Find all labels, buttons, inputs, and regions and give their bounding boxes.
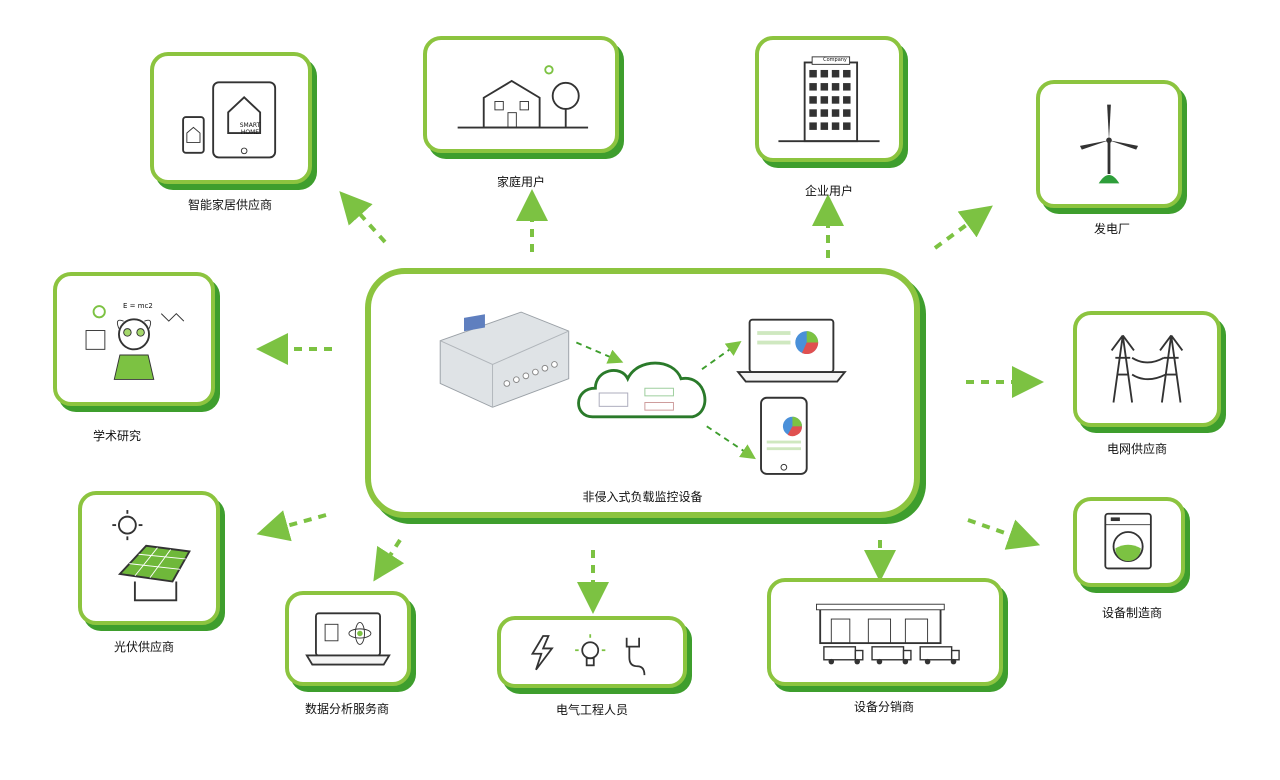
wind-turbine-icon: [1079, 104, 1139, 184]
formula-text: E = mc2: [123, 302, 153, 310]
label-power-plant: 发电厂: [1093, 222, 1131, 236]
label-grid: 电网供应商: [1106, 442, 1168, 456]
label-distributor: 设备分销商: [853, 700, 915, 714]
card-electrician: [497, 616, 687, 688]
card-solar: [78, 491, 220, 625]
smart-home-icon: [182, 81, 277, 159]
card-equipment-maker: [1073, 497, 1185, 587]
card-grid: [1073, 311, 1221, 427]
label-data-analysis: 数据分析服务商: [304, 702, 390, 716]
label-household: 家庭用户: [496, 175, 546, 189]
monitoring-device-icon: [439, 311, 570, 408]
arrow-to-solar: [256, 510, 327, 542]
company-sign-text: Company: [823, 57, 847, 63]
washing-machine-icon: [1104, 512, 1152, 570]
card-academic: E = mc2: [53, 272, 215, 406]
label-equipment-maker: 设备制造商: [1101, 606, 1163, 620]
laptop-icon: [736, 318, 847, 383]
card-data-analysis: [285, 591, 411, 686]
center-label: 非侵入式负载监控设备: [582, 490, 703, 504]
arrow-to-smart-home: [339, 191, 387, 244]
card-distributor: [767, 578, 1003, 686]
warehouse-trucks-icon: [816, 603, 960, 665]
power-tower-icon: [1110, 334, 1184, 403]
electrical-tools-icon: [530, 634, 646, 676]
arrow-to-equipment-maker: [967, 518, 1041, 550]
center-illustration: [439, 311, 847, 475]
solar-panel-icon: [112, 510, 191, 602]
smart-home-icon-text: SMART HOME: [239, 122, 261, 136]
center-device-panel: 非侵入式负载监控设备: [365, 268, 920, 518]
office-building-icon: [778, 56, 880, 143]
arrow-to-data-analysis: [373, 538, 405, 582]
arrow-to-power-plant: [933, 205, 993, 250]
phone-icon: [760, 396, 808, 475]
label-smart-home: 智能家居供应商: [187, 198, 273, 212]
label-solar: 光伏供应商: [113, 640, 175, 654]
house-icon: [457, 65, 589, 129]
laptop-analysis-icon: [305, 612, 391, 666]
card-power-plant: [1036, 80, 1182, 208]
scientist-icon: [85, 305, 185, 380]
cloud-icon: [577, 361, 707, 419]
card-enterprise: Company: [755, 36, 903, 162]
card-smart-home: SMART HOME: [150, 52, 312, 184]
label-enterprise: 企业用户: [804, 184, 854, 198]
card-household: [423, 36, 619, 153]
label-academic: 学术研究: [92, 429, 142, 443]
label-electrician: 电气工程人员: [555, 703, 629, 717]
